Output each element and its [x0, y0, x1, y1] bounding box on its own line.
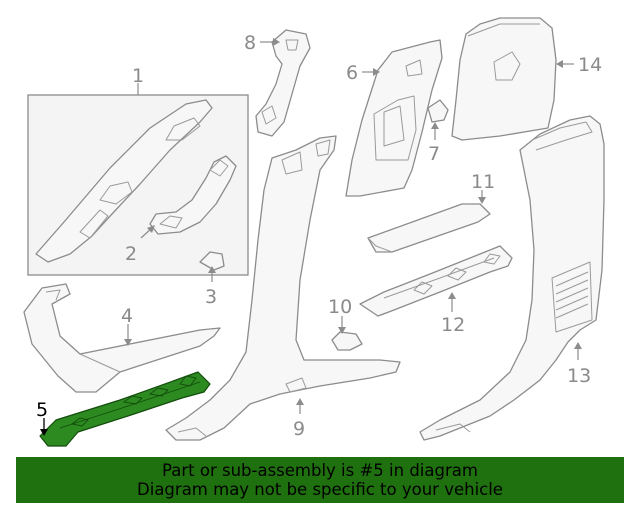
part-5-sill-plate	[39, 371, 211, 447]
callout-7: 7	[428, 143, 440, 165]
callout-14: 14	[578, 54, 602, 76]
part-2-grab-handle	[149, 155, 237, 235]
callout-13: 13	[567, 365, 591, 387]
part-1-group	[27, 94, 249, 276]
part-14-quarter-trim	[451, 17, 557, 141]
callout-6: 6	[346, 62, 358, 84]
part-9-pillar-trim	[165, 135, 401, 441]
part-7-clip	[427, 99, 449, 123]
callout-10: 10	[328, 296, 352, 318]
callout-8: 8	[244, 32, 256, 54]
part-8-grab-handle	[255, 29, 311, 137]
part-6-upper-trim	[345, 39, 443, 197]
callout-11: 11	[471, 171, 495, 193]
part-4-scuff-plate	[23, 283, 221, 393]
callout-12: 12	[441, 314, 465, 336]
part-12-sill-plate	[359, 245, 513, 317]
callout-4: 4	[121, 305, 133, 327]
part-11-step-pad	[367, 203, 491, 253]
callout-1: 1	[132, 65, 144, 87]
callout-5: 5	[36, 399, 48, 421]
banner-line-2: Diagram may not be specific to your vehi…	[137, 480, 503, 499]
part-13-quarter-trim	[419, 115, 605, 441]
callout-9: 9	[293, 418, 305, 440]
info-banner: Part or sub-assembly is #5 in diagram Di…	[16, 457, 624, 503]
callout-3: 3	[205, 286, 217, 308]
banner-line-1: Part or sub-assembly is #5 in diagram	[162, 461, 478, 480]
part-10-clip	[331, 331, 363, 351]
callout-2: 2	[125, 243, 137, 265]
